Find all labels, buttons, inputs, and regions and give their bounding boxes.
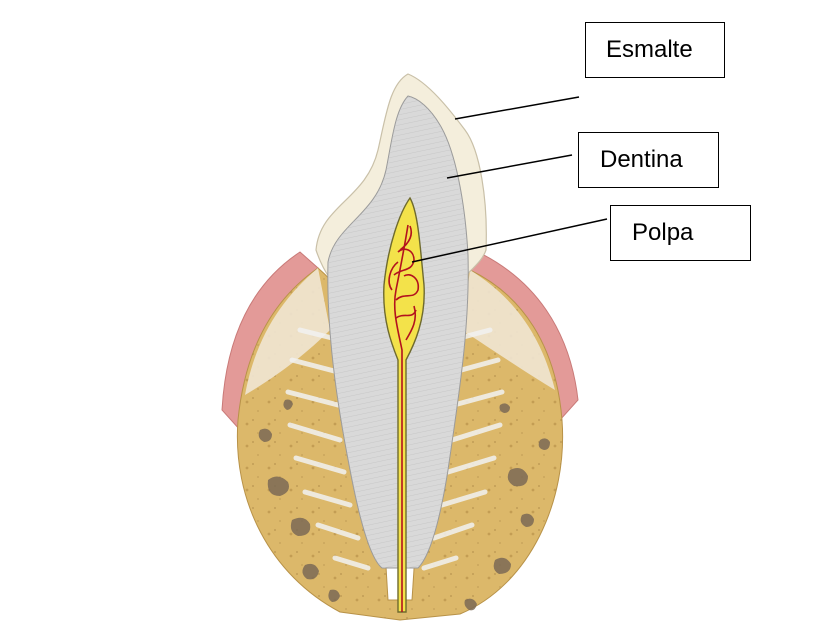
dentin-label-text: Dentina: [600, 146, 683, 173]
pulp-label: Polpa: [610, 205, 751, 261]
dentin-label: Dentina: [578, 132, 719, 188]
pulp-blood-vessels: [388, 224, 420, 612]
dentin-leader-line: [446, 154, 573, 179]
connective-tissue-left: [245, 268, 330, 395]
pulp-label-text: Polpa: [632, 219, 694, 246]
enamel-label: Esmalte: [585, 22, 725, 78]
enamel-leader-line: [454, 96, 580, 120]
connective-tissue-right: [462, 270, 555, 390]
bone-cavities: [258, 399, 550, 611]
bone-texture: [237, 268, 563, 620]
enamel-label-text: Esmalte: [606, 36, 693, 63]
pulp-leader-line: [411, 218, 608, 263]
